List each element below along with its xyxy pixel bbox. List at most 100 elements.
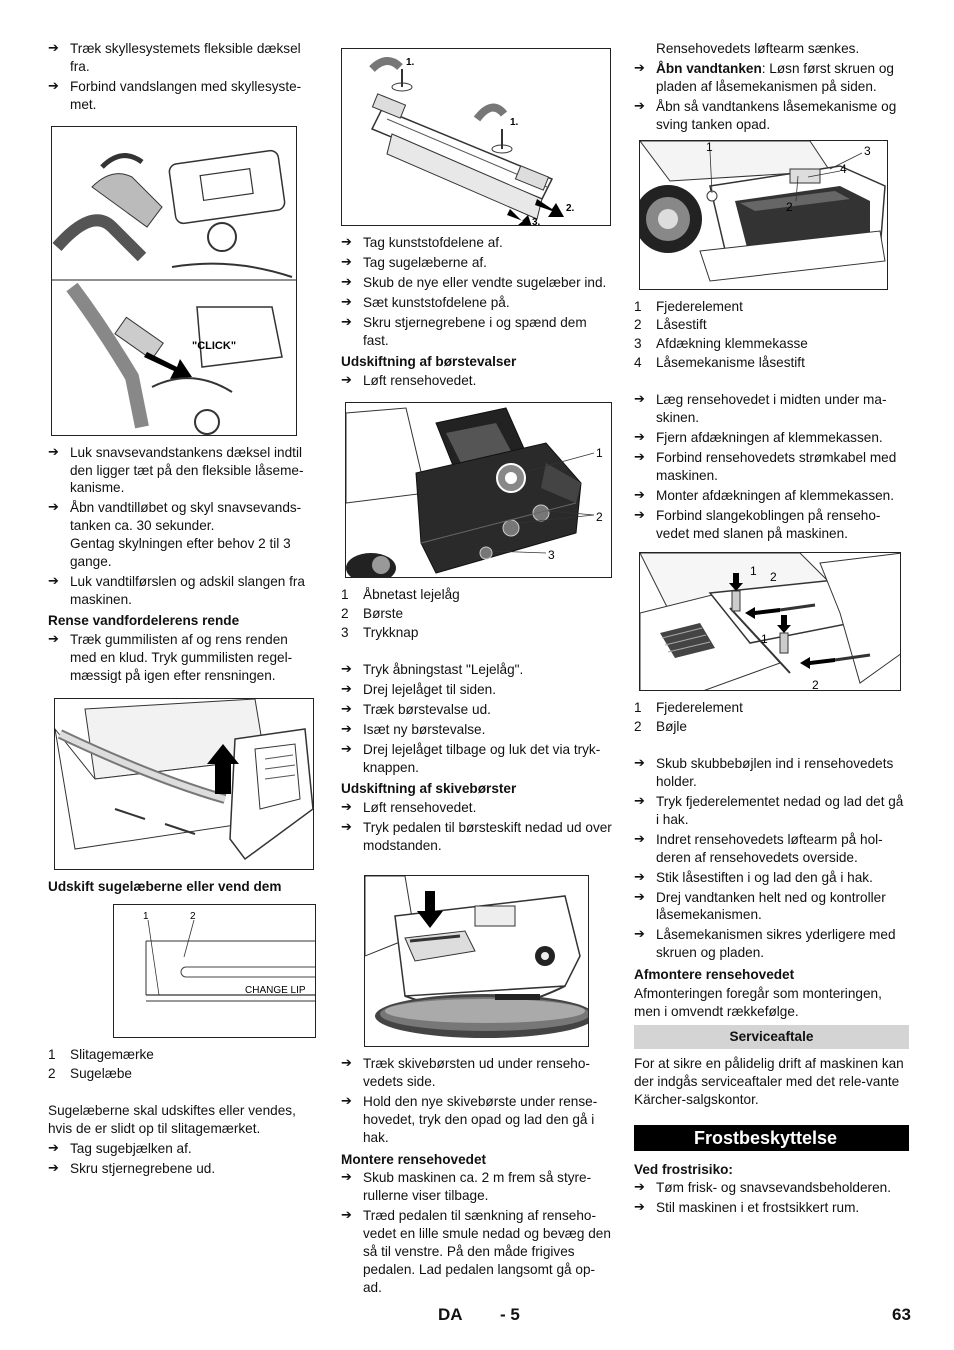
instruction-step: ➔Luk vandtilførslen og adskil slangen fr…	[48, 573, 305, 607]
instruction-step: ➔Forbind rensehovedets strømkabel med ma…	[634, 449, 897, 483]
arrow-icon: ➔	[634, 449, 645, 465]
instruction-step: ➔Træd pedalen til sænkning af renseho-ve…	[341, 1208, 611, 1295]
section-heading: Udskift sugelæberne eller vend dem	[48, 879, 282, 895]
instruction-step: ➔Indret rensehovedets løftearm på hol-de…	[634, 831, 883, 865]
instruction-step: ➔Læg rensehovedet i midten under ma-skin…	[634, 392, 887, 426]
instruction-step: ➔Tryk åbningstast "Lejelåg".	[341, 661, 524, 677]
callout-number: 2	[190, 911, 196, 922]
instruction-step: ➔Monter afdækningen af klemmekassen.	[634, 487, 895, 503]
figure-brush-roller: 1 2 3	[345, 402, 612, 579]
callout-number: 2.	[566, 203, 575, 214]
instruction-step: ➔Åbn vandtilløbet og skyl snavsevands-ta…	[48, 500, 302, 534]
instruction-step: ➔Løft rensehovedet.	[341, 800, 477, 816]
column-3: Rensehovedets løftearm sænkes. ➔Åbn vand…	[634, 40, 909, 1219]
instruction-step: ➔Skub skubbebøjlen ind i rensehovedets h…	[634, 756, 894, 790]
arrow-icon: ➔	[341, 1056, 352, 1072]
instruction-step: ➔Åbn vandtanken: Løsn først skruen og pl…	[634, 60, 894, 94]
section-heading: Montere rensehovedet	[341, 1151, 487, 1167]
arrow-icon: ➔	[341, 661, 352, 677]
instruction-step: ➔Træk børstevalse ud.	[341, 701, 491, 717]
instruction-step: ➔Tryk fjederelementet nedad og lad det g…	[634, 794, 904, 827]
arrow-icon: ➔	[634, 98, 645, 114]
instruction-step: ➔Forbind slangekoblingen på renseho-vede…	[634, 507, 881, 541]
instruction-step: ➔Løft rensehovedet.	[341, 373, 477, 389]
instruction-step: ➔Tøm frisk- og snavsevandsbeholderen.	[634, 1180, 891, 1196]
arrow-icon: ➔	[341, 741, 352, 757]
callout-number: 2	[786, 200, 793, 214]
column-2: 1. 1. 2. 3. ➔Tag kunststofdelene af. ➔Ta…	[341, 40, 613, 1299]
arrow-icon: ➔	[341, 681, 352, 697]
paragraph: For at sikre en pålidelig drift af maski…	[634, 1055, 904, 1107]
callout-number: 2	[596, 510, 603, 524]
instruction-step: ➔Tag sugebjælken af.	[48, 1140, 192, 1156]
instruction-step: ➔Forbind vandslangen med skyllesyste-met…	[48, 78, 302, 112]
callout-number: 1.	[406, 57, 415, 68]
arrow-icon: ➔	[48, 573, 59, 589]
section-heading: Rense vandfordelerens rende	[48, 612, 240, 628]
arrow-icon: ➔	[48, 500, 59, 516]
figure-spring-element: 1 2 1 2	[639, 552, 901, 692]
figure-hose-connection: "CLICK"	[51, 125, 297, 436]
arrow-icon: ➔	[634, 507, 645, 523]
section-band-serviceaftale: Serviceaftale	[634, 1024, 909, 1049]
instruction-step: ➔Fjern afdækningen af klemmekassen.	[634, 429, 883, 445]
figure-water-tank: 1 2 3 4	[639, 139, 888, 290]
paragraph: Sugelæberne skal udskiftes eller vendes,…	[48, 1103, 296, 1137]
callout-number: 2	[812, 678, 819, 691]
callout-number: 1	[596, 446, 603, 460]
callout-number: 4	[840, 162, 847, 176]
arrow-icon: ➔	[341, 1208, 352, 1224]
instruction-step: ➔Træk gummilisten af og rens renden med …	[48, 631, 293, 683]
instruction-step: ➔Tryk pedalen til børsteskift nedad ud o…	[341, 820, 612, 854]
callout-number: 1	[750, 564, 757, 578]
arrow-icon: ➔	[48, 41, 59, 56]
instruction-step: ➔Skub maskinen ca. 2 m frem så styre-rul…	[341, 1170, 592, 1204]
change-lip-label: CHANGE LIP	[245, 985, 306, 996]
arrow-icon: ➔	[341, 274, 352, 290]
instruction-step: ➔Tag kunststofdelene af.	[341, 235, 503, 250]
figure-change-lip: 1 2 CHANGE LIP	[113, 904, 316, 1039]
arrow-icon: ➔	[341, 314, 352, 330]
arrow-icon: ➔	[634, 392, 645, 408]
instruction-step: ➔Hold den nye skivebørste under rense-ho…	[341, 1093, 598, 1145]
arrow-icon: ➔	[48, 1160, 59, 1176]
instruction-step: ➔Skru stjernegrebene ud.	[48, 1160, 216, 1176]
arrow-icon: ➔	[634, 869, 645, 885]
figure-water-channel	[54, 698, 314, 871]
instruction-step: ➔Sæt kunststofdelene på.	[341, 294, 510, 310]
section-heading: Afmontere rensehovedet	[634, 967, 795, 983]
instruction-step: ➔Åbn så vandtankens låsemekanisme og svi…	[634, 98, 897, 132]
instruction-step: ➔Tag sugelæberne af.	[341, 254, 487, 270]
arrow-icon: ➔	[48, 78, 59, 94]
click-callout: "CLICK"	[192, 340, 236, 352]
arrow-icon: ➔	[341, 235, 352, 250]
footer-section-page: - 5	[500, 1305, 520, 1324]
arrow-icon: ➔	[634, 794, 645, 810]
callout-number: 1	[143, 911, 149, 922]
figure-disc-brush	[364, 875, 589, 1048]
instruction-step: ➔Træk skivebørsten ud under renseho-vede…	[341, 1056, 590, 1089]
arrow-icon: ➔	[341, 294, 352, 310]
instruction-step: ➔Drej vandtanken helt ned og kontroller …	[634, 889, 886, 923]
footer-page-number: 63	[892, 1305, 911, 1324]
arrow-icon: ➔	[48, 631, 59, 647]
arrow-icon: ➔	[341, 254, 352, 270]
arrow-icon: ➔	[341, 820, 352, 836]
arrow-icon: ➔	[341, 800, 352, 816]
arrow-icon: ➔	[48, 1140, 59, 1156]
instruction-step: ➔Skru stjernegrebene i og spænd dem fast…	[341, 314, 587, 348]
callout-number: 3	[548, 548, 555, 562]
callout-number: 1	[761, 632, 768, 646]
section-heading: Udskiftning af børstevalser	[341, 354, 517, 370]
callout-number: 2	[770, 570, 777, 584]
instruction-step: ➔Låsemekanismen sikres yderligere med sk…	[634, 927, 896, 961]
instruction-continuation: Rensehovedets løftearm sænkes.	[656, 41, 860, 56]
instruction-step: ➔Skub de nye eller vendte sugelæber ind.	[341, 274, 607, 290]
